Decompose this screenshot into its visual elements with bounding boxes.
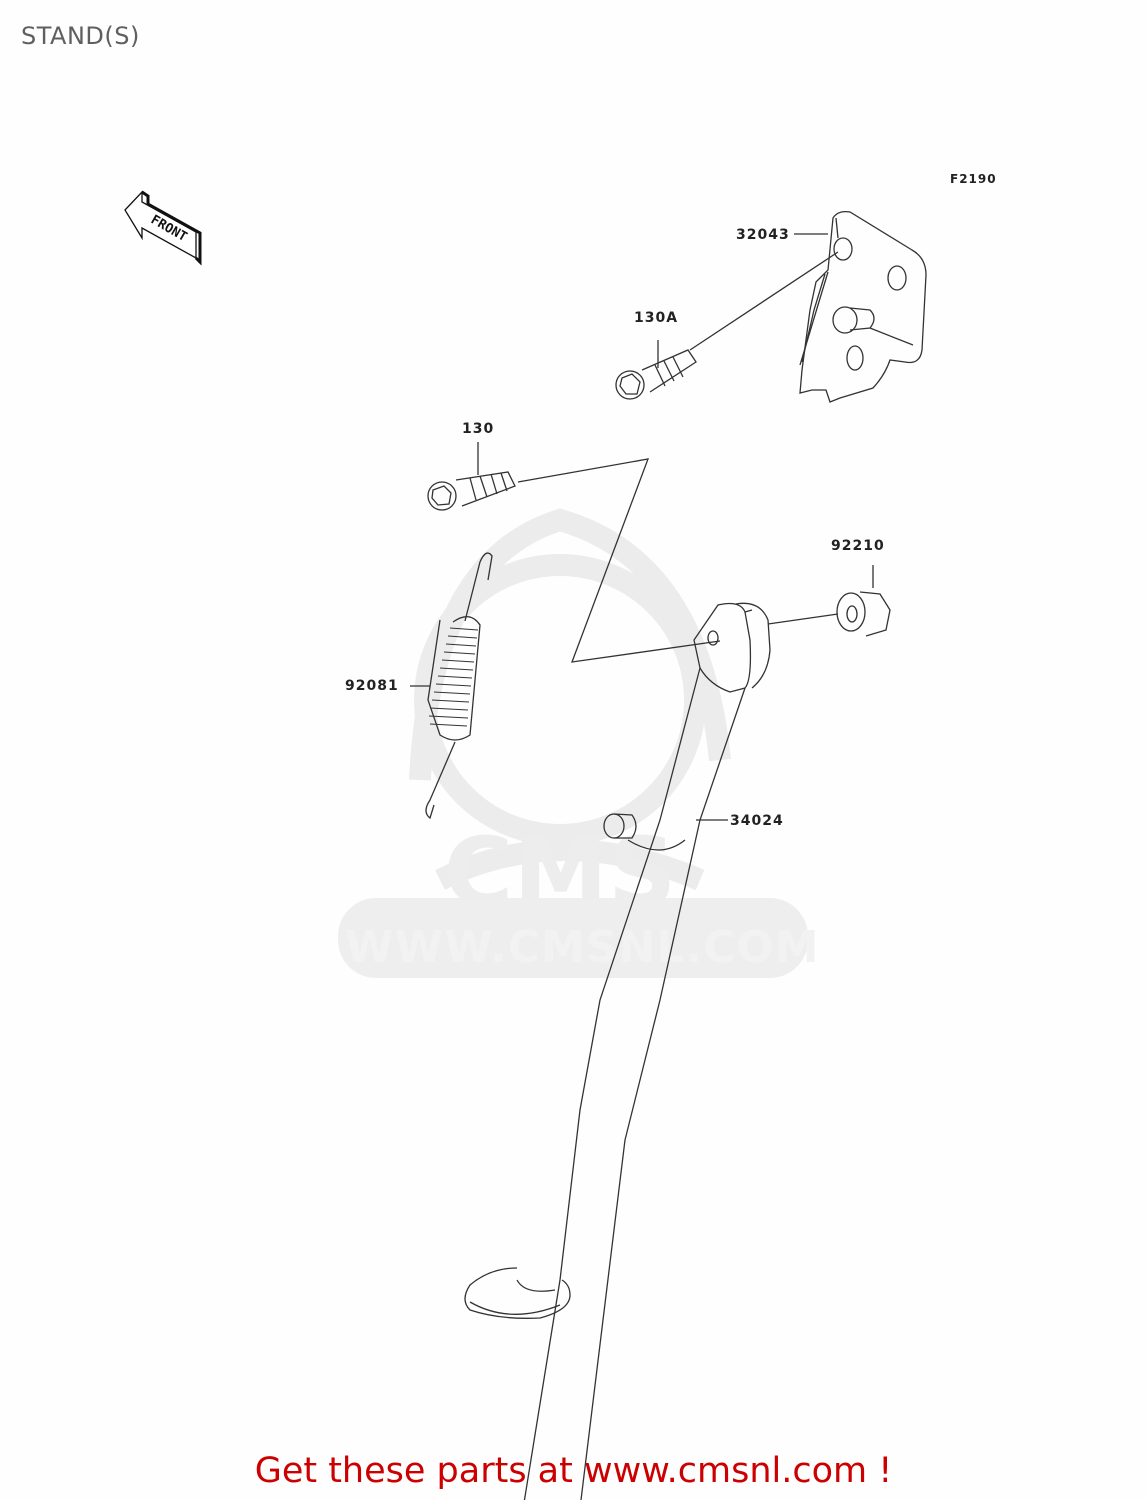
part-label-32043[interactable]: 32043 — [736, 227, 790, 243]
part-label-92081[interactable]: 92081 — [345, 678, 399, 694]
figure-code: F2190 — [950, 172, 997, 186]
part-label-34024[interactable]: 34024 — [730, 813, 784, 829]
watermark-text: WWW.CMSNL.COM — [345, 922, 820, 973]
page-title: STAND(S) — [21, 22, 140, 50]
part-label-130[interactable]: 130 — [462, 421, 495, 437]
part-label-130a[interactable]: 130A — [634, 310, 679, 326]
front-arrow-icon: FRONT — [124, 190, 202, 266]
footer-cta-link[interactable]: Get these parts at www.cmsnl.com ! — [254, 1451, 893, 1491]
part-label-92210[interactable]: 92210 — [831, 538, 885, 554]
